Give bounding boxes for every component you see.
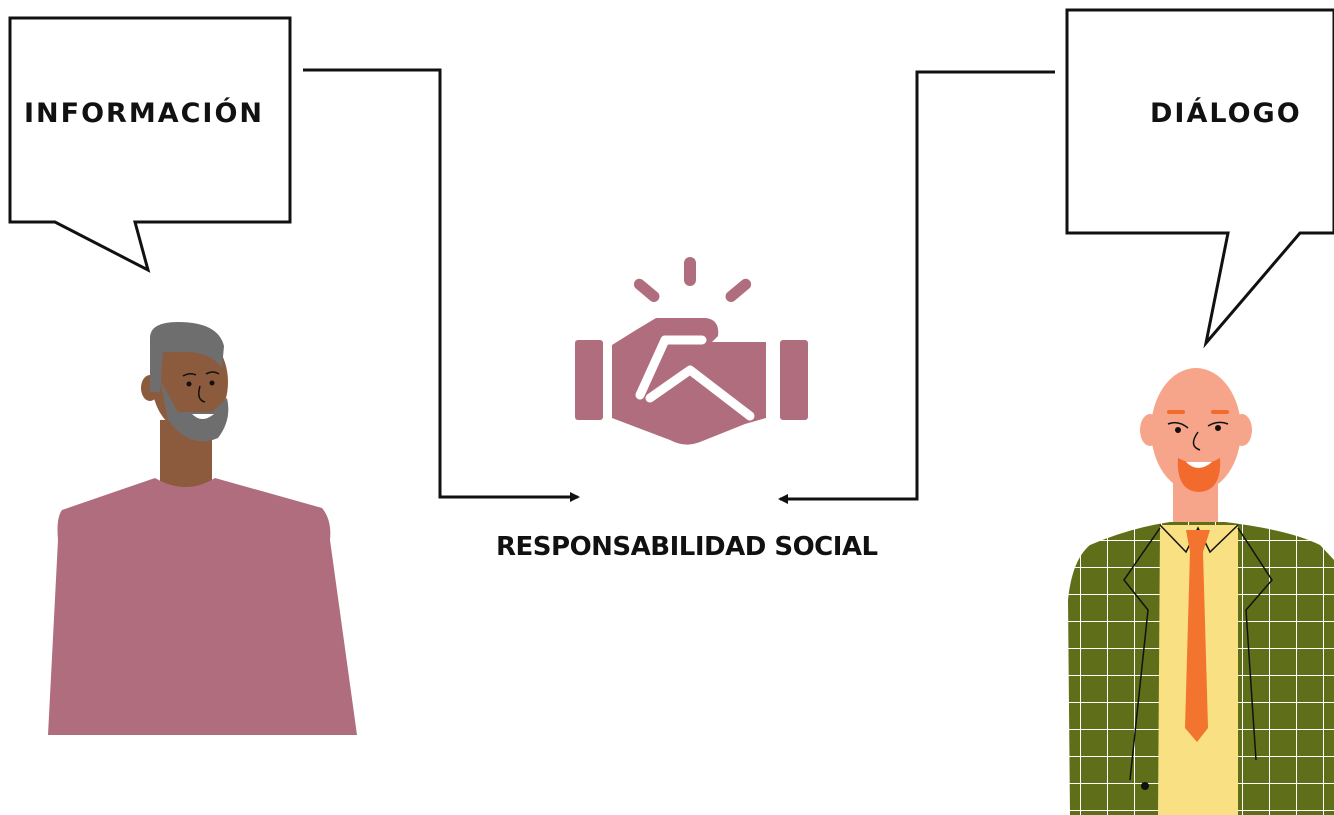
center-label: RESPONSABILIDAD SOCIAL — [496, 532, 878, 562]
speech-bubble-left — [10, 18, 290, 270]
bubble-text-informacion: INFORMACIÓN — [24, 98, 264, 129]
bubble-text-dialogo: DIÁLOGO — [1150, 98, 1302, 129]
connector-arrow-right — [780, 72, 1055, 499]
person-left-illustration — [48, 322, 357, 735]
handshake-icon — [575, 257, 808, 445]
person-right-illustration — [1068, 368, 1334, 815]
connector-arrow-left — [303, 70, 578, 497]
speech-bubble-right — [1067, 10, 1334, 343]
